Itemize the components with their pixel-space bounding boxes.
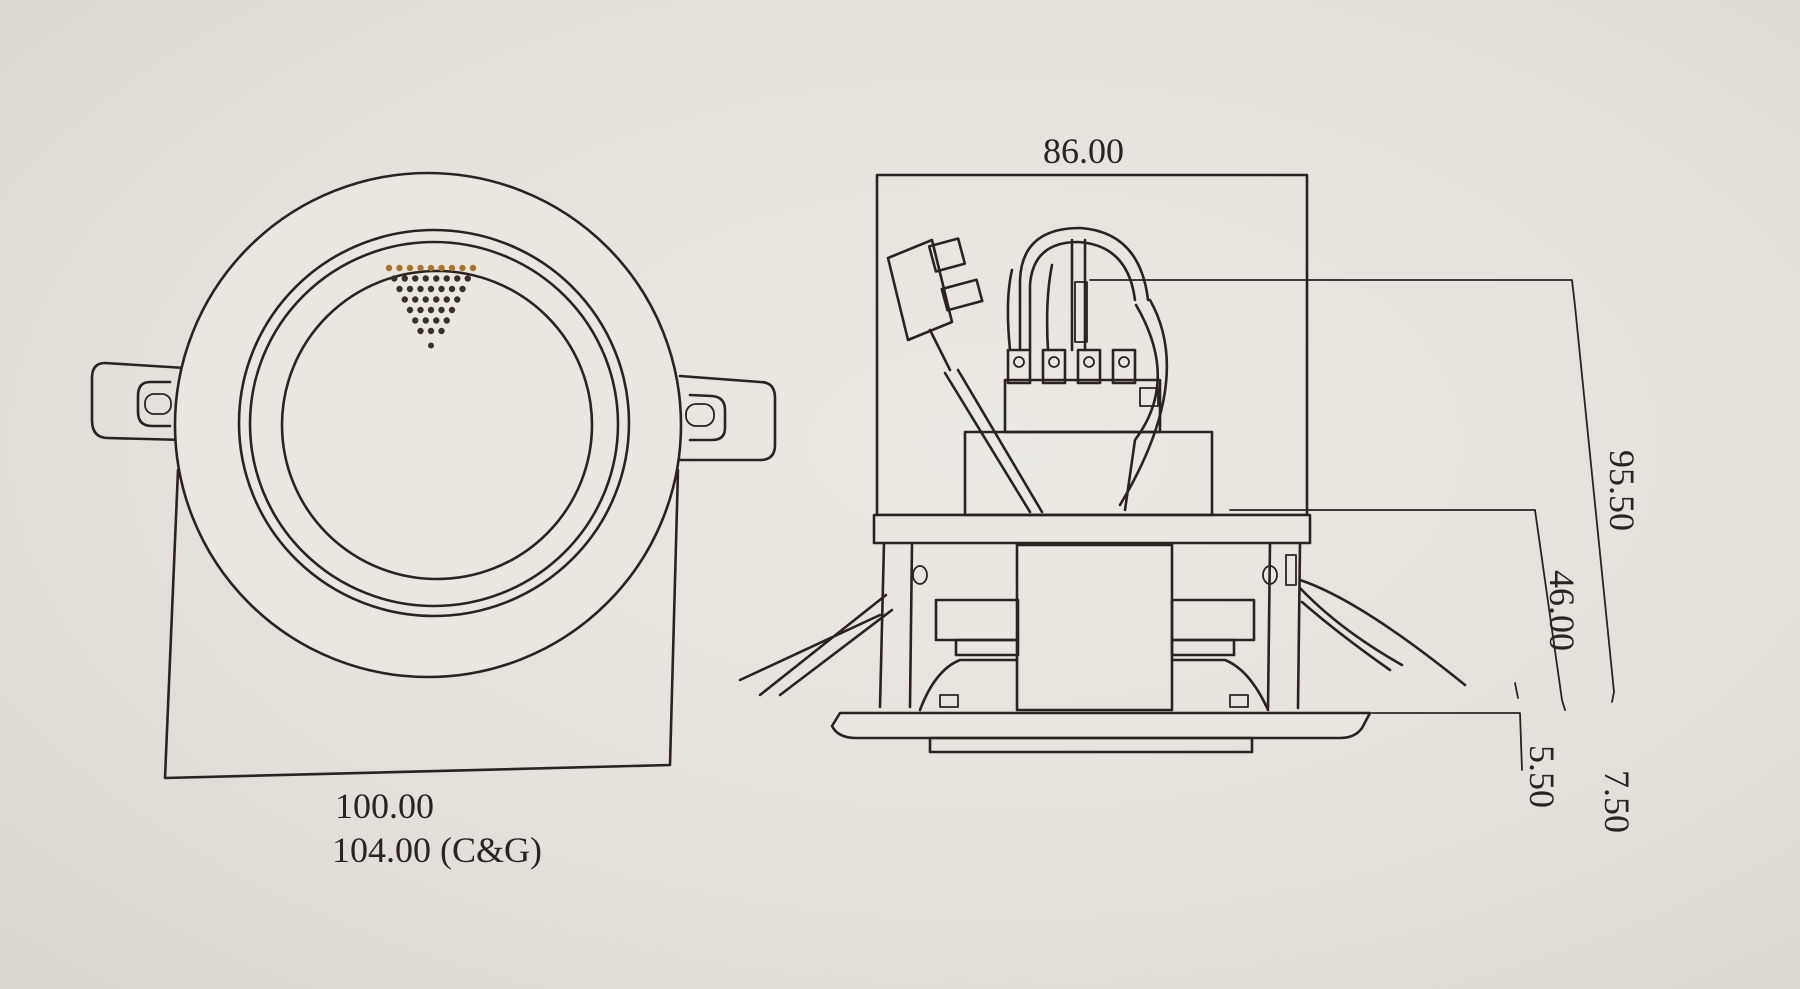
led-dot [459,285,466,293]
terminal-block [1003,378,1162,434]
heat-sink-column [1015,543,1174,712]
led-dot [433,296,440,303]
width-label: 100.00 [335,786,434,826]
led-dot [422,275,429,282]
led-dot-triangle [385,264,477,349]
led-dot [412,275,419,282]
led-dot [443,275,450,282]
total-height-label: 95.50 [1602,450,1642,531]
led-dot [448,306,456,314]
housing-right [1266,541,1302,710]
led-dot [427,285,435,293]
right-mounting-ear [678,374,777,462]
front-view: 100.00 104.00 (C&G) [90,171,777,870]
front-housing [163,468,680,780]
led-dot [459,264,466,272]
bezel-label-a: 7.50 [1597,770,1637,833]
led-dot [464,275,471,282]
led-dot [427,264,435,272]
inner-ring-inner [248,240,620,608]
connector-plug [886,237,1044,514]
led-dot [433,317,440,324]
led-dot [428,342,434,349]
wire-drop [1070,238,1087,352]
wire-to-base [1118,298,1169,512]
led-dot [396,264,403,272]
led-dot [422,296,429,303]
body-height-label: 46.00 [1542,570,1582,651]
bezel-trim [830,711,1372,740]
led-dot [417,306,424,314]
led-dot [401,296,408,303]
side-view: 86.00 [738,131,1642,833]
led-dot [417,327,424,335]
led-dot [391,275,398,282]
led-dot [438,327,445,335]
led-dot [385,264,393,272]
led-dot [438,285,445,293]
led-dot [448,264,456,272]
led-dot [427,306,435,314]
left-mounting-ear [90,361,187,442]
led-dot [438,306,445,314]
wire-terminal-leads [1006,263,1054,352]
housing-left [878,541,914,709]
base-plate [872,513,1312,545]
led-dot [401,275,408,282]
led-dot [406,264,414,272]
led-dot [417,285,424,293]
led-dot [433,275,440,282]
led-dot [438,264,445,272]
wire-loop-outer [1018,226,1150,352]
inner-ring-outer [237,228,631,618]
led-dot [417,264,424,272]
body-height-dim-line [1229,509,1566,711]
spring-clip-left [738,593,894,697]
led-dot [406,285,414,293]
wire-loop-inner [1028,240,1137,352]
led-dot [454,275,461,282]
led-dot [443,296,450,303]
top-width-label: 86.00 [1043,131,1124,171]
led-dot [427,327,435,335]
width-cg-label: 104.00 (C&G) [332,830,542,870]
lens-plate [928,736,1254,754]
spring-clip-right [1298,578,1467,687]
led-dot [422,317,429,324]
led-dot [469,264,477,272]
bezel-label-b: 5.50 [1522,745,1562,808]
led-dot [412,317,419,324]
upper-box [875,173,1309,517]
lens [280,269,594,581]
led-dot [406,306,414,314]
led-dot [396,285,403,293]
led-dot [454,296,461,303]
bezel-dim-line [1371,712,1523,771]
led-dot [443,317,450,324]
led-dot [412,296,419,303]
total-height-dim-line [1089,279,1615,703]
led-dot [448,285,456,293]
terminal-pins [1006,348,1159,407]
